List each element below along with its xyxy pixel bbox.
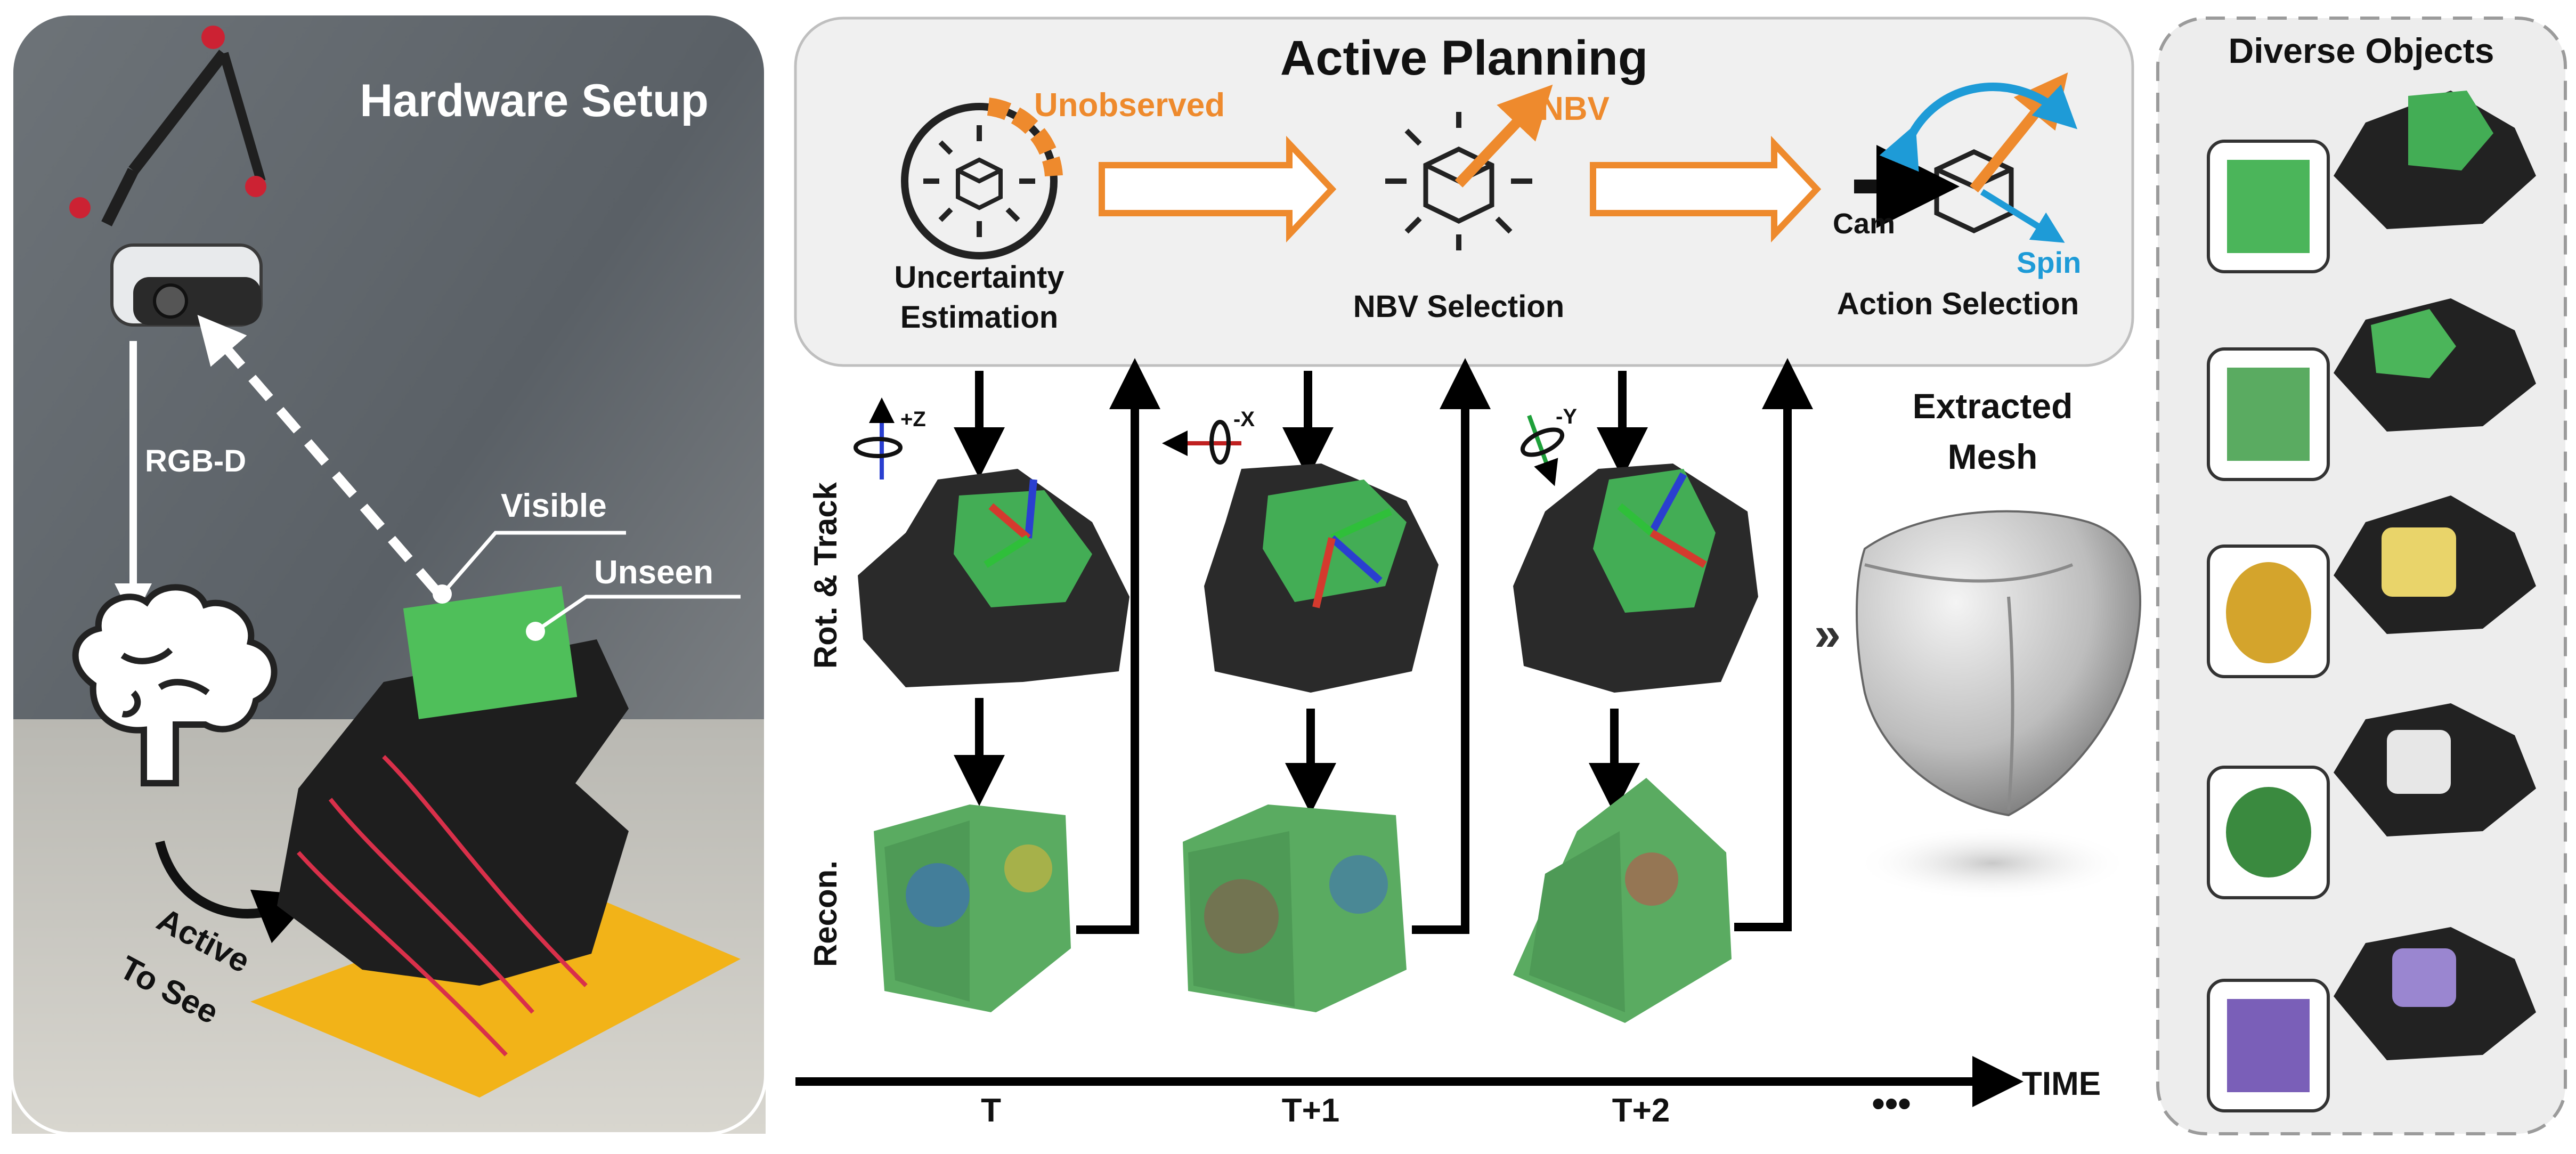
timeline: T T+1 T+2 ••• TIME <box>795 1056 2101 1129</box>
active-planning-panel: Active Planning Unobserved Uncertainty E… <box>794 17 2134 367</box>
object-row-5 <box>2207 927 2536 1112</box>
visible-label: Visible <box>501 487 607 524</box>
stage3-label: Action Selection <box>1837 287 2079 321</box>
active-arrow <box>155 840 315 944</box>
object-row-4 <box>2207 703 2536 899</box>
axis-icon-y: -Y <box>1520 405 1577 486</box>
recon-image-t1 <box>1183 804 1407 1012</box>
mesh-label-line1: Extracted <box>1913 386 2073 426</box>
uncertainty-icon <box>901 97 1063 259</box>
extracted-mesh <box>1856 510 2142 817</box>
stage1-label-line1: Uncertainty <box>894 260 1064 295</box>
time-ellipsis: ••• <box>1872 1083 1911 1124</box>
nbv-label: NBV <box>1540 91 1610 127</box>
tracking-image-t1 <box>1204 464 1439 693</box>
mesh-shadow <box>1854 826 2131 900</box>
object-row-2 <box>2207 298 2536 481</box>
axis-icon-x: -X <box>1162 408 1255 465</box>
unseen-callout <box>534 595 741 633</box>
robot-hand <box>250 584 741 1098</box>
axis-label-y: -Y <box>1556 405 1577 428</box>
connection-arrows <box>954 358 1813 934</box>
object-row-1 <box>2207 91 2536 273</box>
object-cube <box>403 586 578 719</box>
depth-camera <box>110 243 263 327</box>
time-tick-t: T <box>981 1092 1001 1129</box>
row-label-rot-track: Rot. & Track <box>808 482 843 669</box>
mesh-chevrons: » <box>1814 607 1841 661</box>
tracking-image-t <box>858 469 1129 687</box>
row-label-recon: Recon. <box>808 860 843 967</box>
rgbd-label: RGB-D <box>145 444 246 478</box>
visible-callout <box>441 531 626 596</box>
time-tick-t2: T+2 <box>1612 1092 1670 1129</box>
planning-title: Active Planning <box>1280 31 1648 85</box>
spin-label: Spin <box>2017 246 2081 279</box>
action-icon <box>1854 72 2078 243</box>
recon-image-t <box>874 804 1071 1012</box>
brain-icon <box>72 584 278 786</box>
object-row-3 <box>2207 495 2536 678</box>
time-label: TIME <box>2022 1066 2101 1102</box>
unseen-label: Unseen <box>594 554 713 591</box>
tracking-image-t2 <box>1513 464 1758 693</box>
hardware-title: Hardware Setup <box>360 75 709 126</box>
cam-label: Cam <box>1833 208 1895 240</box>
recon-image-t2 <box>1513 778 1732 1023</box>
unobserved-label: Unobserved <box>1034 87 1225 124</box>
diverse-title: Diverse Objects <box>2229 31 2494 70</box>
nbv-icon <box>1385 84 1553 250</box>
axis-label-z: +Z <box>900 408 926 431</box>
flow-arrow-1 <box>1099 135 1337 243</box>
time-tick-t1: T+1 <box>1282 1092 1340 1129</box>
mesh-label-line2: Mesh <box>1948 437 2038 476</box>
hardware-panel: Hardware Setup RGB-D Active To See <box>10 12 767 1135</box>
flow-arrow-2 <box>1590 135 1822 243</box>
stage1-label-line2: Estimation <box>900 300 1059 335</box>
stage2-label: NBV Selection <box>1353 289 1564 324</box>
view-dashed-arrow <box>197 314 441 595</box>
axis-icon-z: +Z <box>854 397 926 480</box>
axis-label-x: -X <box>1233 408 1255 431</box>
camera-arm <box>69 26 266 226</box>
